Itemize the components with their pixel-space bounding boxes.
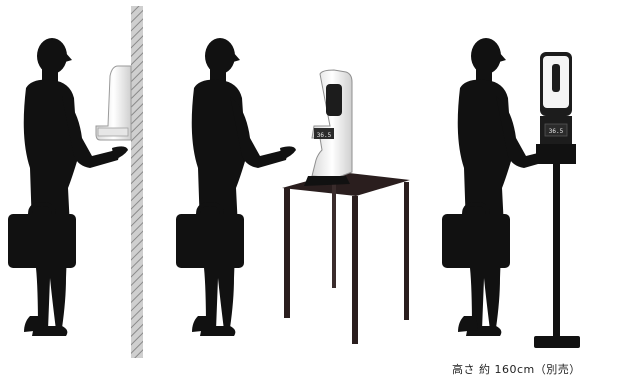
temperature-reading: 36.5	[317, 132, 332, 139]
stand-dispenser: 36.5	[536, 52, 576, 164]
person-silhouette	[176, 38, 296, 336]
floor-stand	[534, 164, 580, 348]
wall-dispenser	[96, 66, 131, 140]
panel-table-top: 36.5	[176, 38, 410, 344]
panel-wall-mounted	[8, 6, 143, 358]
table	[282, 172, 410, 344]
wall-hatch	[131, 6, 143, 358]
panel-stand-mounted: 36.5	[442, 38, 580, 348]
tabletop-dispenser: 36.5	[304, 70, 352, 186]
temperature-reading: 36.5	[549, 128, 564, 135]
stand-height-caption: 高さ 約 160cm（別売）	[452, 361, 620, 377]
